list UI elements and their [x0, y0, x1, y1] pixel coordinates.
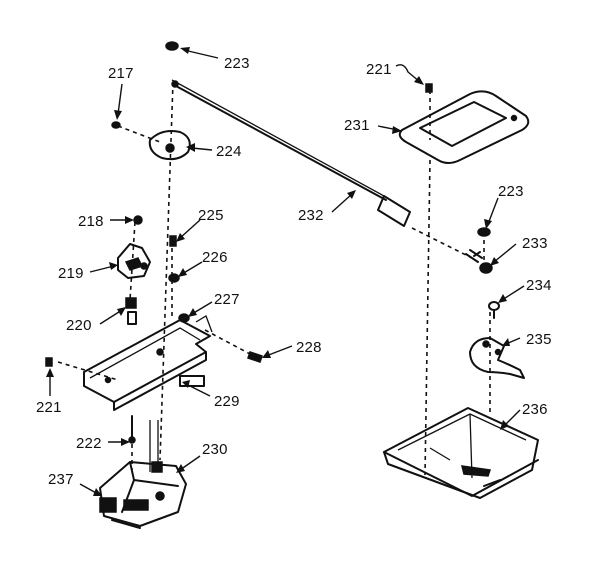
part-228-screw	[247, 351, 263, 363]
part-219-bracket	[117, 243, 151, 279]
label-232: 232	[298, 207, 324, 224]
label-225: 225	[198, 207, 224, 224]
label-230: 230	[202, 441, 228, 458]
part-229-mounting-plate	[83, 315, 213, 411]
part-226-nut	[168, 273, 180, 283]
label-227: 227	[214, 291, 240, 308]
assembly-guide-lines	[57, 81, 491, 476]
label-224: 224	[216, 143, 242, 160]
part-223-cap-top	[165, 41, 179, 51]
label-228: 228	[296, 339, 322, 356]
part-236-base-tray	[383, 407, 539, 499]
part-220-spacer	[125, 297, 137, 325]
label-221-left: 221	[36, 399, 62, 416]
part-231-cover-frame	[398, 90, 530, 164]
label-221-top: 221	[366, 61, 392, 78]
label-226: 226	[202, 249, 228, 266]
label-235: 235	[526, 331, 552, 348]
label-218: 218	[78, 213, 104, 230]
part-233-fitting	[465, 249, 493, 274]
label-229: 229	[214, 393, 240, 410]
label-236: 236	[522, 401, 548, 418]
label-234: 234	[526, 277, 552, 294]
part-234-screw	[488, 301, 500, 319]
label-219: 219	[58, 265, 84, 282]
part-223-cap-right	[477, 227, 491, 237]
part-224-bushing	[148, 130, 191, 161]
part-218-screw	[133, 215, 143, 225]
part-221-screw-top	[425, 83, 433, 93]
part-222-screw	[128, 415, 136, 444]
part-221-screw-left	[45, 357, 53, 367]
label-220: 220	[66, 317, 92, 334]
leader-lines	[46, 47, 525, 496]
label-231: 231	[344, 117, 370, 134]
part-number-labels: 223 217 224 218 225 219 226 220 227 228 …	[36, 55, 552, 488]
label-223-right: 223	[498, 183, 524, 200]
label-222: 222	[76, 435, 102, 452]
part-232-rod	[171, 79, 411, 227]
label-233: 233	[522, 235, 548, 252]
part-217-screw	[111, 121, 121, 129]
part-235-clip	[469, 337, 525, 379]
part-225-screw	[169, 235, 177, 247]
part-230-actuator	[99, 420, 187, 529]
label-223-top: 223	[224, 55, 250, 72]
label-237: 237	[48, 471, 74, 488]
label-217: 217	[108, 65, 134, 82]
